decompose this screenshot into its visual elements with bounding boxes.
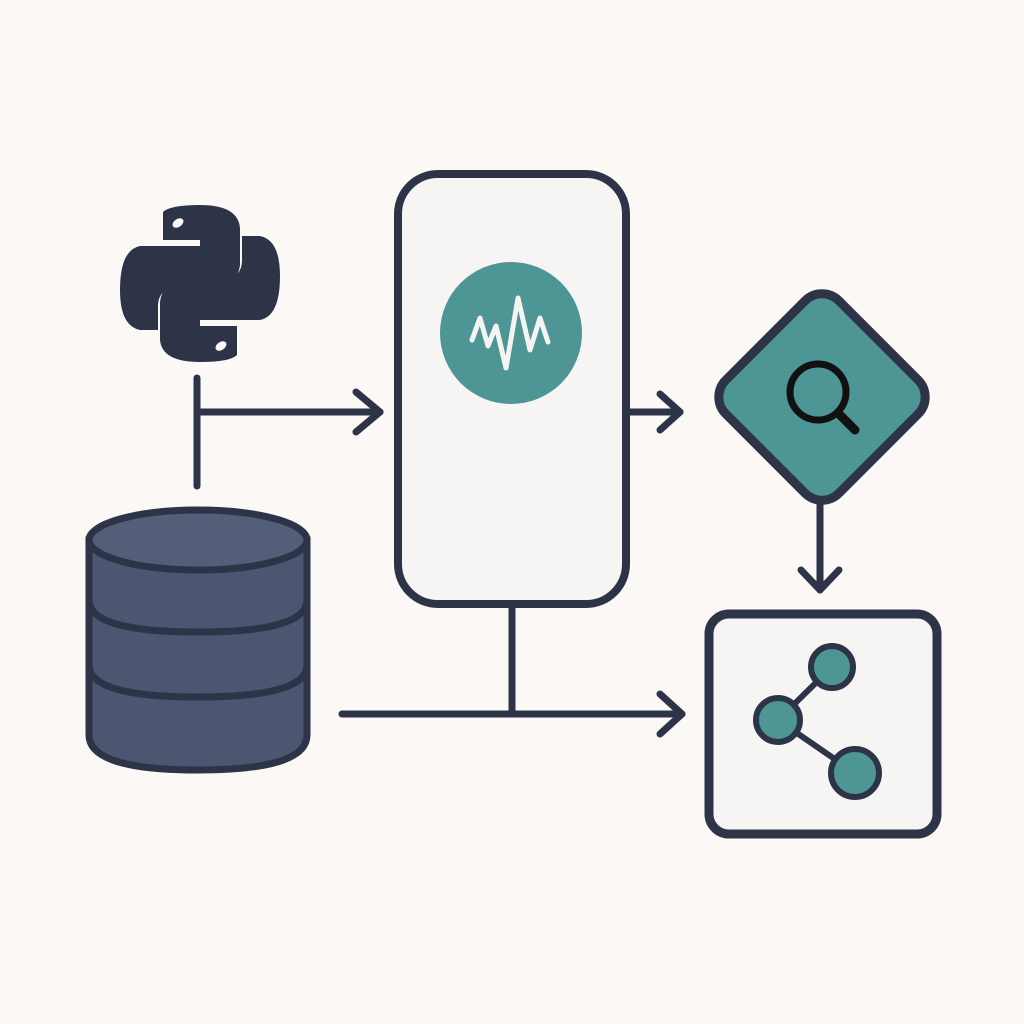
arrowhead-icon — [656, 690, 686, 738]
connector-search-to-network — [797, 501, 843, 594]
arrowhead-icon — [797, 566, 843, 594]
connector-python-to-panel — [193, 374, 384, 490]
share-network-icon — [753, 643, 882, 800]
connector-database-to-network — [338, 602, 686, 738]
python-logo-icon — [120, 205, 280, 362]
database-icon — [85, 506, 311, 774]
arrowhead-icon — [352, 388, 384, 436]
waveform-icon — [440, 262, 582, 404]
network-output[interactable] — [704, 609, 942, 839]
arrowhead-icon — [656, 390, 684, 434]
search-icon — [786, 360, 860, 435]
connector-panel-to-search — [624, 390, 684, 434]
search-decision[interactable] — [709, 284, 935, 510]
